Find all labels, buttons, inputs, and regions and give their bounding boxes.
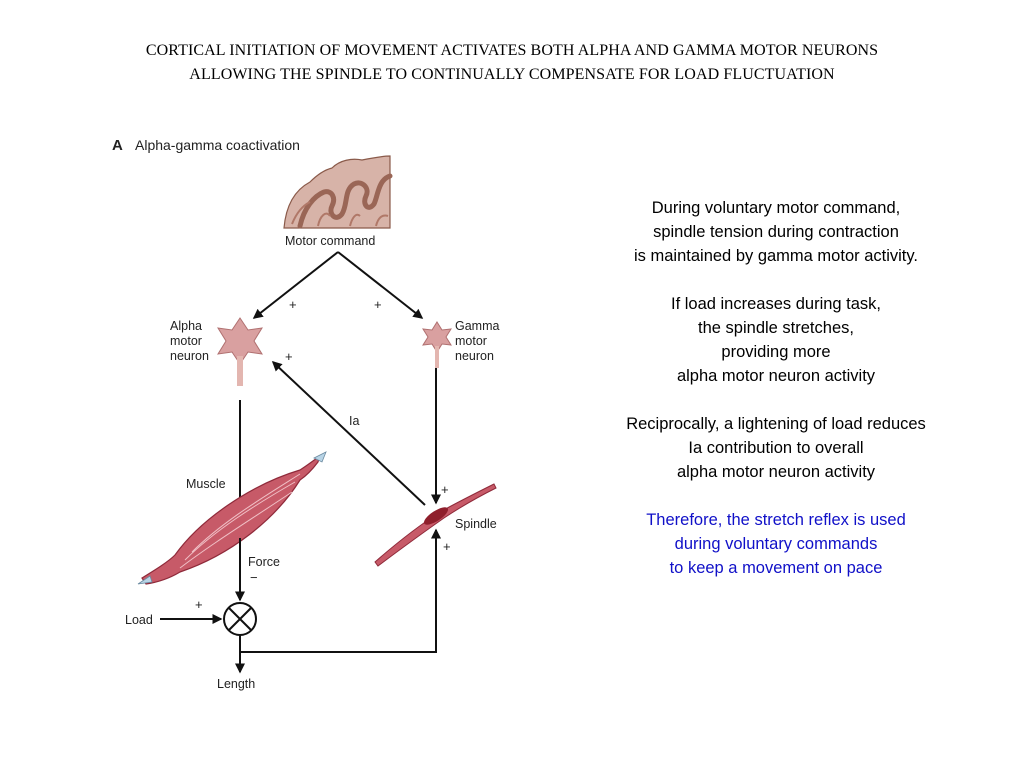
alpha-motor-neuron-label-3: neuron: [170, 349, 209, 363]
motor-command-label: Motor command: [285, 234, 375, 248]
length-label: Length: [217, 677, 255, 691]
note-line: Reciprocally, a lightening of load reduc…: [626, 415, 926, 433]
note-line: is maintained by gamma motor activity.: [634, 247, 918, 265]
note-line: spindle tension during contraction: [653, 223, 899, 241]
note-paragraph-3: Reciprocally, a lightening of load reduc…: [576, 412, 976, 484]
minus-force: −: [250, 570, 258, 585]
ia-afferent-arrow: [271, 360, 426, 506]
gamma-motor-neuron-label-2: motor: [455, 334, 487, 348]
plus-gamma-spindle: +: [441, 482, 449, 497]
note-line: alpha motor neuron activity: [676, 367, 876, 385]
plus-command-alpha: +: [289, 297, 297, 312]
note-paragraph-2: If load increases during task, the spind…: [576, 292, 976, 388]
note-line: Therefore, the stretch reflex is used: [646, 511, 906, 529]
gamma-motor-neuron-label-3: neuron: [455, 349, 494, 363]
note-line: Ia contribution to overall: [688, 439, 864, 457]
ia-label: Ia: [349, 414, 359, 428]
explanation-text: During voluntary motor command, spindle …: [576, 196, 976, 604]
load-label: Load: [125, 613, 153, 627]
note-line: providing more: [721, 343, 831, 361]
conclusion-paragraph: Therefore, the stretch reflex is used du…: [576, 508, 976, 580]
arrow-command-to-alpha: [252, 251, 339, 319]
plus-command-gamma: +: [374, 297, 382, 312]
muscle-illustration: [137, 451, 327, 585]
slide-title-line-1: CORTICAL INITIATION OF MOVEMENT ACTIVATE…: [145, 42, 879, 59]
gamma-motor-neuron-label-1: Gamma: [455, 319, 500, 333]
panel-letter: A: [112, 137, 123, 154]
spindle-illustration: [374, 483, 497, 567]
cortex-illustration: [283, 155, 393, 229]
alpha-motor-neuron-icon: [217, 317, 263, 386]
plus-length-spindle: +: [443, 539, 451, 554]
muscle-label: Muscle: [186, 477, 226, 491]
note-line: to keep a movement on pace: [669, 559, 883, 577]
summing-junction-icon: [223, 602, 257, 636]
spindle-label: Spindle: [455, 517, 497, 531]
note-line: during voluntary commands: [674, 535, 878, 553]
arrow-command-to-gamma: [337, 251, 424, 319]
note-line: If load increases during task,: [670, 295, 882, 313]
gamma-motor-neuron-icon: [422, 321, 452, 368]
note-line: During voluntary motor command,: [651, 199, 901, 217]
length-feedback-arrow: [240, 528, 441, 653]
note-line: alpha motor neuron activity: [676, 463, 876, 481]
note-line: the spindle stretches,: [698, 319, 854, 337]
force-label: Force: [248, 555, 280, 569]
panel-title: Alpha-gamma coactivation: [135, 137, 300, 153]
plus-ia-alpha: +: [285, 349, 293, 364]
slide-title-line-2: ALLOWING THE SPINDLE TO CONTINUALLY COMP…: [189, 66, 835, 83]
note-paragraph-1: During voluntary motor command, spindle …: [576, 196, 976, 268]
alpha-motor-neuron-label-1: Alpha: [170, 319, 202, 333]
alpha-motor-neuron-label-2: motor: [170, 334, 202, 348]
plus-load: +: [195, 597, 203, 612]
